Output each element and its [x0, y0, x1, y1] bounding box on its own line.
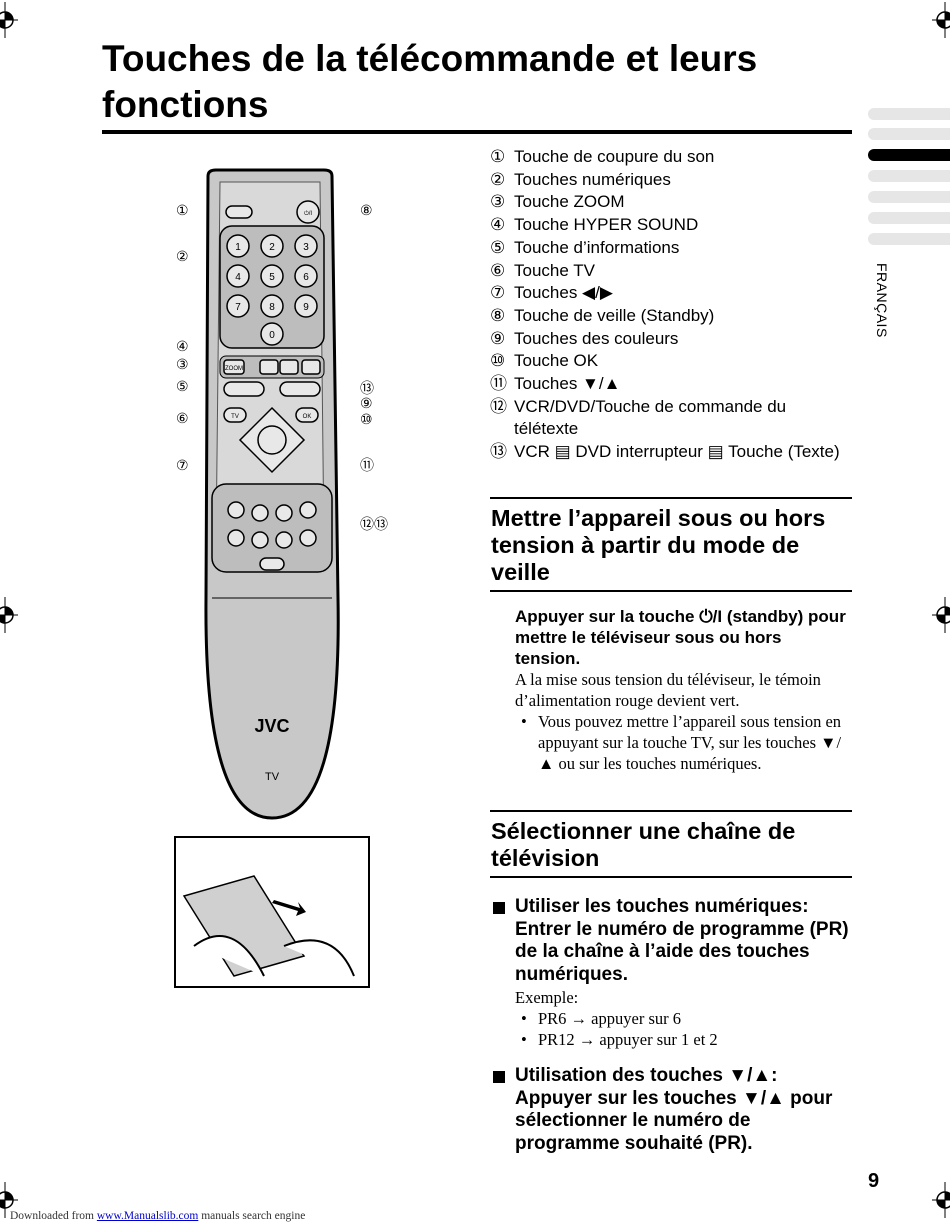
svg-text:8: 8 [269, 302, 275, 313]
callout-right: ⑧ [360, 202, 373, 218]
language-tab [868, 170, 950, 182]
svg-text:JVC: JVC [254, 716, 289, 736]
callout-left: ⑦ [176, 457, 189, 473]
svg-text:OK: OK [303, 414, 312, 420]
section-divider [490, 876, 852, 878]
svg-text:TV: TV [231, 414, 239, 420]
callout-right: ⑩ [360, 411, 373, 427]
callout-left: ② [176, 248, 189, 264]
svg-text:7: 7 [235, 302, 241, 313]
title-divider [102, 130, 852, 134]
language-tab [868, 128, 950, 140]
channel-method-digits: Utiliser les touches numériques: Entrer … [491, 896, 851, 1050]
callout-right: ⑬ [360, 380, 374, 396]
section-divider [490, 590, 852, 592]
svg-text:TV: TV [265, 771, 280, 783]
square-bullet-icon [493, 1071, 505, 1083]
callout-left: ⑥ [176, 410, 189, 426]
callout-right: ⑪ [360, 457, 374, 473]
example-item: PR6 → appuyer sur 6 [515, 1008, 851, 1029]
section-divider [490, 497, 852, 499]
svg-text:ZOOM: ZOOM [225, 366, 243, 372]
language-tab [868, 212, 950, 224]
standby-bullet: Vous pouvez mettre l’appareil sous tensi… [515, 711, 851, 774]
battery-insertion-illustration [174, 836, 370, 988]
svg-text:9: 9 [303, 302, 309, 313]
language-tab [868, 233, 950, 245]
svg-text:2: 2 [269, 242, 275, 253]
svg-text:1: 1 [235, 242, 241, 253]
page-title: Touches de la télécommande et leurs fonc… [102, 38, 758, 125]
registration-mark-top-left [0, 2, 18, 38]
registration-mark-mid-left [0, 597, 18, 633]
registration-mark-top-right [932, 2, 950, 38]
standby-intro: Appuyer sur la touche ⏻/I (standby) pour… [515, 607, 846, 668]
callout-left: ⑤ [176, 378, 189, 394]
registration-mark-bottom-left [0, 1182, 18, 1218]
language-tab-active [868, 149, 950, 161]
section-divider [490, 810, 852, 812]
svg-text:⏻/I: ⏻/I [304, 210, 312, 217]
svg-text:4: 4 [235, 272, 241, 283]
callout-right: ⑫⑬ [360, 516, 388, 532]
svg-text:3: 3 [303, 242, 309, 253]
callout-left: ① [176, 202, 189, 218]
page-number: 9 [868, 1170, 880, 1192]
download-footer: Downloaded from www.Manualslib.com manua… [10, 1210, 306, 1222]
svg-text:5: 5 [269, 272, 275, 283]
standby-instructions: Appuyer sur la touche ⏻/I (standby) pour… [515, 606, 851, 774]
svg-text:0: 0 [269, 330, 275, 341]
registration-mark-bottom-right [932, 1182, 950, 1218]
example-item: PR12 → appuyer sur 1 et 2 [515, 1029, 851, 1050]
callout-left: ④ [176, 338, 189, 354]
callout-right: ⑨ [360, 395, 373, 411]
registration-mark-mid-right [932, 597, 950, 633]
remote-control-illustration: 1 2 3 4 5 6 7 8 9 0 ZOOM TV OK ⏻/I JVC TV [204, 168, 340, 820]
square-bullet-icon [493, 902, 505, 914]
example-label: Exemple: [515, 987, 579, 1007]
language-tab [868, 191, 950, 203]
callout-left: ③ [176, 356, 189, 372]
section-heading-standby: Mettre l’appareil sous ou hors tension à… [491, 505, 826, 585]
language-tab [868, 108, 950, 120]
svg-text:6: 6 [303, 272, 309, 283]
language-label: FRANÇAIS [874, 263, 890, 338]
standby-body: A la mise sous tension du téléviseur, le… [515, 670, 821, 710]
channel-method-arrows: Utilisation des touches ▼/▲: Appuyer sur… [491, 1065, 851, 1156]
manualslib-link[interactable]: www.Manualslib.com [96, 1210, 199, 1222]
section-heading-channel: Sélectionner une chaîne de télévision [491, 818, 796, 871]
